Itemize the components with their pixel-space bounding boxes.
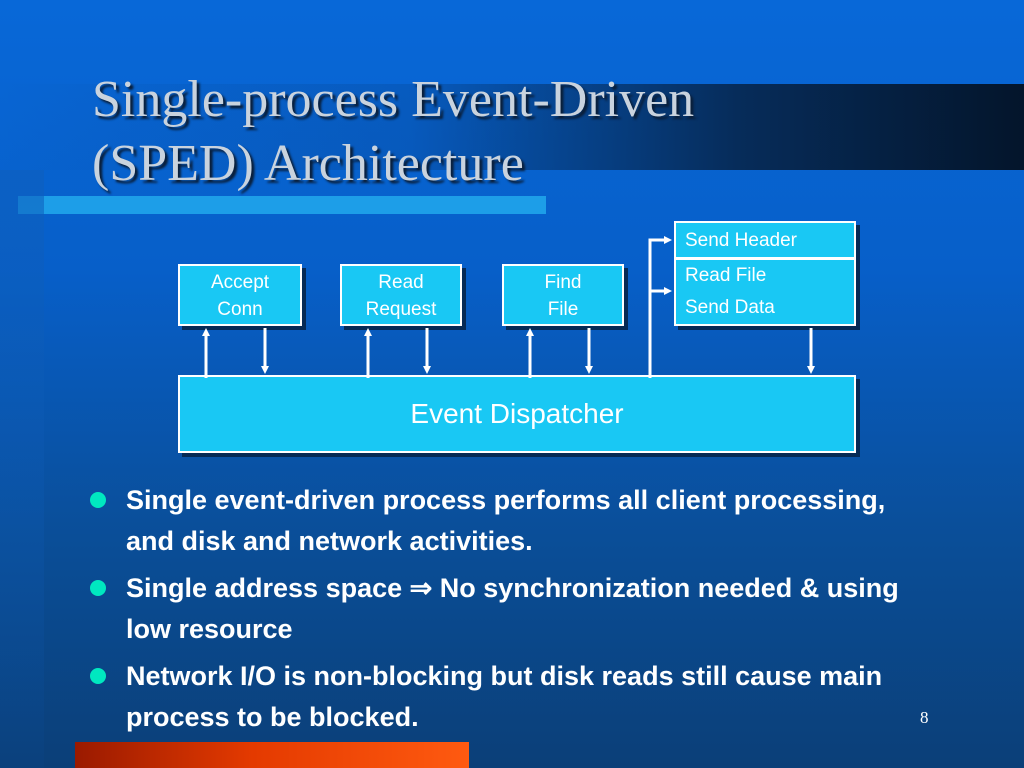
accept-conn-box: Accept Conn: [178, 264, 302, 326]
send-header-box: Send Header: [674, 221, 856, 259]
send-header-label: Send Header: [685, 230, 797, 251]
bullet-item: Single event-driven process performs all…: [88, 480, 908, 562]
accept-conn-label-1: Accept: [210, 272, 270, 293]
event-dispatcher-label: Event Dispatcher: [410, 398, 624, 429]
read-file-label: Read File: [685, 265, 767, 286]
bullet-list: Single event-driven process performs all…: [88, 480, 908, 744]
left-decor-stripe: [0, 170, 44, 768]
bullet-text: Single event-driven process performs all…: [126, 485, 886, 556]
bullet-text: Single address space ⇒ No synchronizatio…: [126, 573, 899, 644]
read-send-box: Read File Send Data: [674, 258, 856, 326]
bullet-dot-icon: [90, 580, 106, 596]
slide-number: 8: [920, 708, 929, 727]
arrow-up-send-path: [648, 236, 672, 378]
bullet-dot-icon: [90, 492, 106, 508]
event-dispatcher-box: Event Dispatcher: [178, 375, 856, 453]
title-underline-band: [18, 196, 546, 214]
read-request-label-2: Request: [365, 299, 437, 320]
bottom-accent-bar: [75, 742, 469, 768]
find-file-box: Find File: [502, 264, 624, 326]
read-request-label-1: Read: [378, 272, 424, 293]
title-band-dark: [0, 84, 1024, 170]
bullet-dot-icon: [90, 668, 106, 684]
find-file-label-2: File: [547, 299, 579, 320]
bullet-text: Network I/O is non-blocking but disk rea…: [126, 661, 883, 732]
bullet-item: Network I/O is non-blocking but disk rea…: [88, 656, 908, 738]
read-request-box: Read Request: [340, 264, 462, 326]
slide-title-line-1: Single-process Event-Driven: [92, 71, 695, 128]
accept-conn-label-2: Conn: [217, 299, 263, 320]
send-data-label: Send Data: [685, 297, 775, 318]
slide-title-line-2: (SPED) Architecture: [92, 135, 524, 192]
find-file-label-1: Find: [544, 272, 582, 293]
bullet-item: Single address space ⇒ No synchronizatio…: [88, 568, 908, 650]
slide-title: Single-process Event-Driven (SPED) Archi…: [92, 68, 694, 196]
